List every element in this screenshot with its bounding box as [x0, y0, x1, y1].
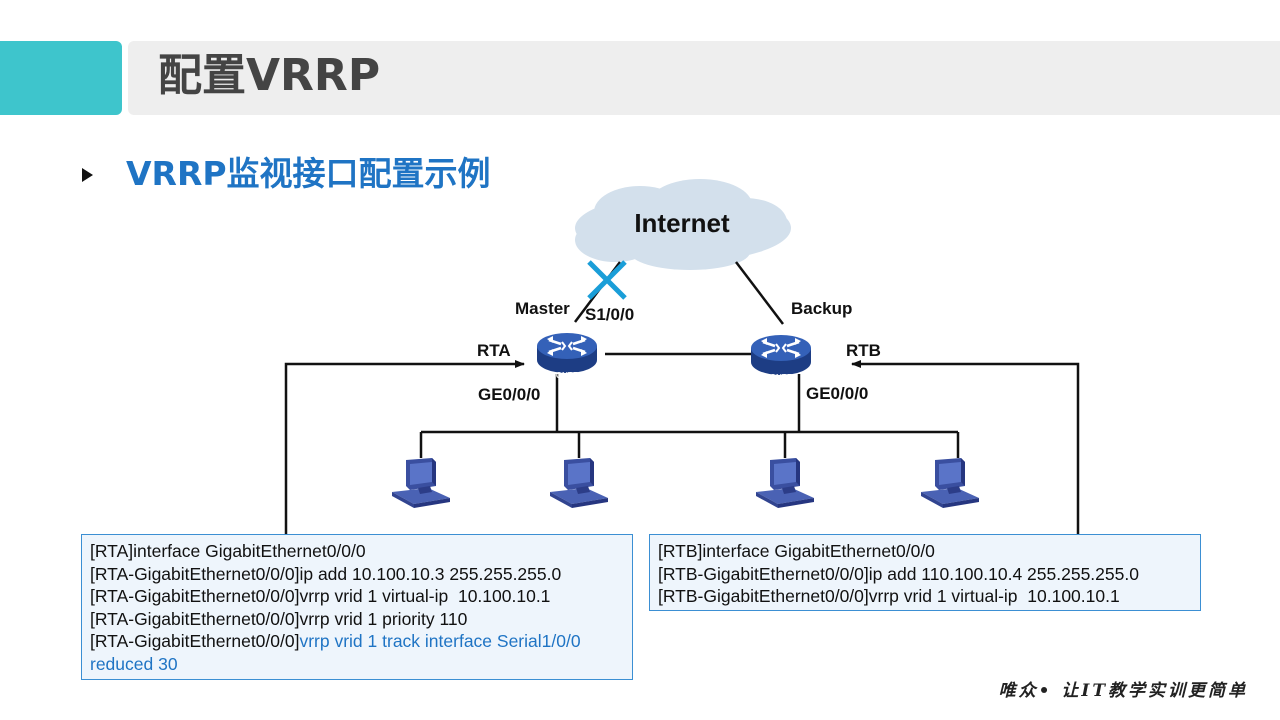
router-badge: ROUTER — [550, 371, 584, 380]
title-bar — [128, 41, 1280, 115]
config-line: [RTA-GigabitEthernet0/0/0]vrrp vrid 1 vi… — [90, 586, 551, 606]
config-line: [RTB-GigabitEthernet0/0/0]vrrp vrid 1 vi… — [658, 586, 1120, 606]
rta-name-label: RTA — [477, 341, 511, 360]
router-icon-rta: ROUTER — [535, 331, 599, 380]
config-track-command-cont: reduced 30 — [90, 653, 178, 674]
internet-cloud-icon — [575, 179, 791, 270]
config-track-command: vrrp vrid 1 track interface Serial1/0/0 — [299, 631, 581, 651]
footer-slogan: 唯众• 让IT教学实训更简单 — [998, 681, 1248, 701]
rtb-role-label: Backup — [791, 299, 853, 318]
internet-label: Internet — [634, 208, 730, 238]
bullet-triangle-icon — [82, 168, 93, 182]
desktop-computer-icon — [392, 458, 450, 508]
config-line-track: [RTA-GigabitEthernet0/0/0]vrrp vrid 1 tr… — [90, 630, 624, 653]
desktop-computer-icon — [756, 458, 814, 508]
track-arrow-rtb — [851, 360, 1080, 534]
config-line: [RTB]interface GigabitEthernet0/0/0 — [658, 541, 935, 561]
x-mark-icon — [587, 260, 627, 300]
config-line: [RTA-GigabitEthernet0/0/0]ip add 10.100.… — [90, 563, 562, 584]
section-subtitle: VRRP监视接口配置示例 — [126, 154, 491, 193]
page-title: 配置VRRP — [158, 50, 381, 101]
desktop-computer-icon — [921, 458, 979, 508]
config-line: [RTA-GigabitEthernet0/0/0]vrrp vrid 1 pr… — [90, 608, 468, 629]
config-line: [RTA]interface GigabitEthernet0/0/0 — [90, 541, 366, 561]
config-line: [RTB-GigabitEthernet0/0/0]ip add 110.100… — [658, 563, 1139, 584]
router-badge: ROUTER — [764, 373, 798, 382]
rta-lan-interface-label: GE0/0/0 — [478, 385, 541, 404]
rtb-lan-interface-label: GE0/0/0 — [806, 384, 869, 403]
accent-block — [0, 41, 122, 115]
rta-config-box: [RTA]interface GigabitEthernet0/0/0 [RTA… — [81, 534, 633, 680]
rta-role-label: Master — [515, 299, 570, 318]
router-icon-rtb: ROUTER — [749, 333, 813, 382]
rtb-name-label: RTB — [846, 341, 881, 360]
track-arrow-rta — [284, 360, 525, 534]
link-rtb-internet — [735, 261, 784, 325]
rta-uplink-interface-label: S1/0/0 — [585, 305, 635, 324]
desktop-computer-icon — [550, 458, 608, 508]
rtb-config-box: [RTB]interface GigabitEthernet0/0/0 [RTB… — [649, 534, 1201, 611]
config-prefix: [RTA-GigabitEthernet0/0/0] — [90, 631, 300, 651]
